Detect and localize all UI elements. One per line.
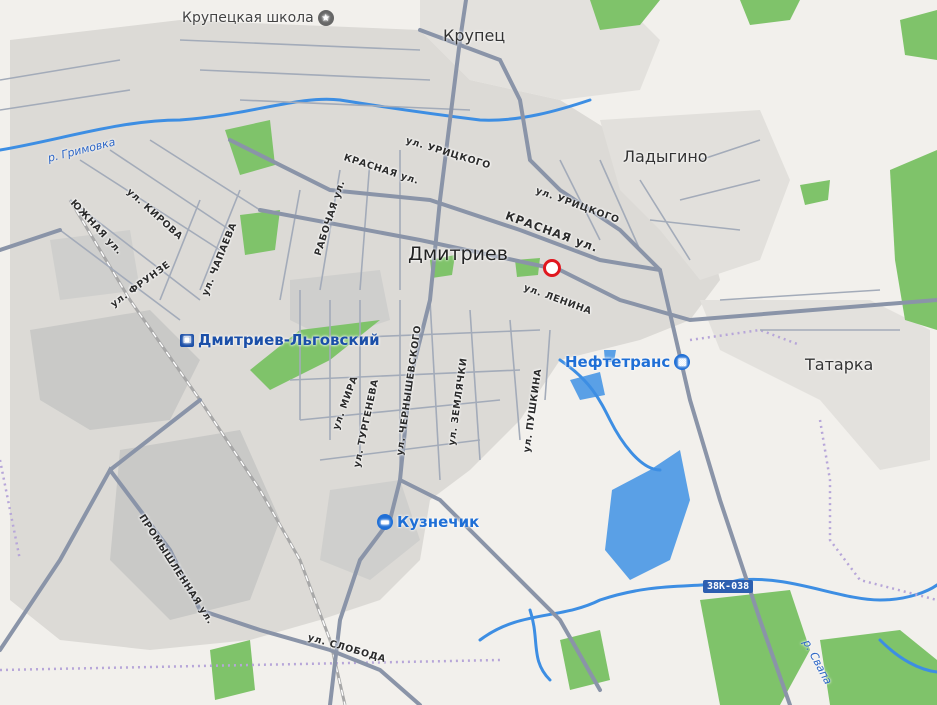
poi-label: Нефтетранс — [565, 353, 671, 371]
poi-label: Кузнечик — [397, 513, 480, 531]
bed-icon: ▬ — [377, 514, 393, 530]
minor-streets — [0, 39, 900, 481]
poi-nefteprans[interactable]: Нефтетранс ▩ — [565, 353, 691, 371]
poi-krupetskaya-school[interactable]: Крупецкая школа ★ — [182, 10, 334, 26]
urban-area-tatarka — [700, 300, 930, 470]
urban-area-ladygino — [600, 110, 790, 280]
lake — [605, 450, 690, 580]
boundaries — [0, 328, 937, 672]
poi-kuznechik[interactable]: ▬ Кузнечик — [377, 513, 479, 531]
industrial-zone — [110, 430, 280, 620]
poi-label: Крупецкая школа — [182, 10, 314, 26]
industrial-zone — [50, 230, 140, 300]
railway — [68, 199, 347, 705]
road-shield-38k-038: 38К-038 — [703, 580, 754, 593]
location-marker-icon[interactable] — [543, 259, 561, 277]
fuel-icon: ▩ — [674, 354, 691, 370]
pond — [604, 350, 616, 362]
railway-station-icon: ▣ — [180, 333, 194, 347]
school-icon: ★ — [317, 10, 334, 26]
poi-dmitriev-lgovsky-station[interactable]: ▣ Дмитриев-Льговский — [180, 331, 380, 349]
poi-label: Дмитриев-Льговский — [198, 331, 380, 349]
